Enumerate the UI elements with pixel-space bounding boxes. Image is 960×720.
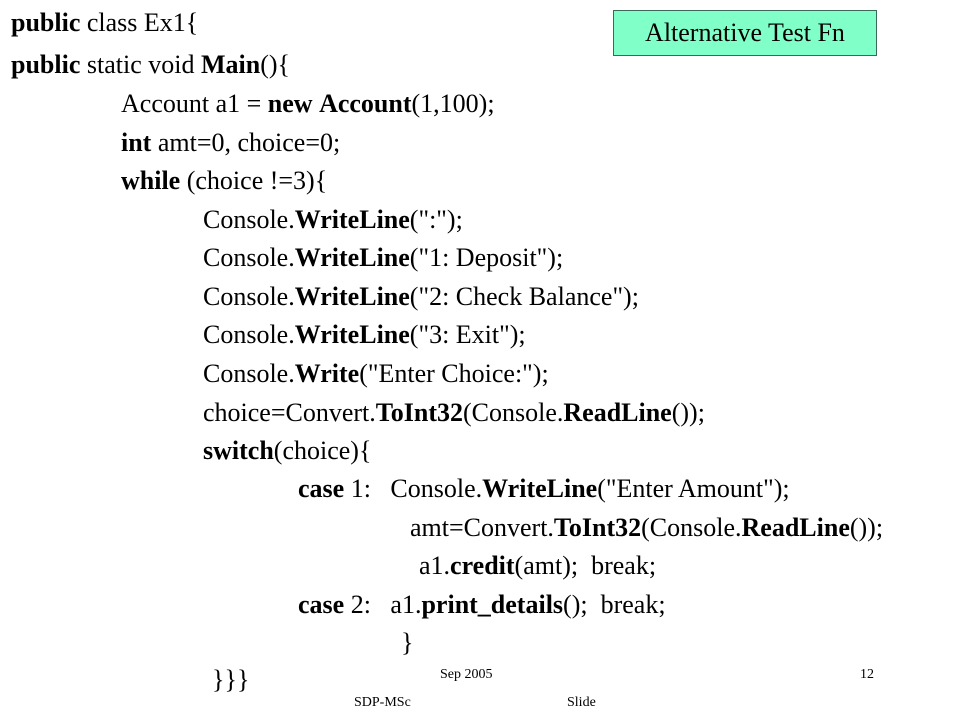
code-text: }}} (212, 665, 250, 694)
code-text: } (401, 628, 414, 657)
code-line-1: public class Ex1{ (11, 8, 198, 38)
code-text: (1,100); (411, 89, 495, 118)
code-text: a1. (419, 551, 451, 580)
alternative-test-fn-badge: Alternative Test Fn (613, 10, 877, 56)
code-text: amt=0, choice=0; (151, 128, 341, 157)
code-line-3: Account a1 = new Account(1,100); (121, 89, 495, 119)
code-keyword: WriteLine (294, 320, 410, 349)
code-keyword: Account (319, 89, 412, 118)
code-text: ()); (849, 513, 884, 542)
code-text: (){ (260, 50, 290, 79)
code-text: choice=Convert. (203, 398, 376, 427)
code-keyword: case (298, 590, 345, 619)
code-text: ("Enter Amount"); (597, 474, 790, 503)
code-text: static void (80, 50, 201, 79)
code-keyword: WriteLine (482, 474, 598, 503)
code-keyword: WriteLine (294, 282, 410, 311)
code-text: Console. (203, 320, 295, 349)
code-keyword: new (267, 89, 313, 118)
code-text: (choice !=3){ (180, 166, 328, 195)
code-line-6: Console.WriteLine(":"); (203, 205, 463, 235)
footer-date: Sep 2005 (440, 667, 493, 682)
code-text: ("Enter Choice:"); (359, 359, 549, 388)
code-keyword: while (121, 166, 181, 195)
code-keyword: int (121, 128, 152, 157)
code-text: class Ex1{ (80, 8, 199, 37)
code-text: 2: a1. (344, 590, 422, 619)
code-line-8: Console.WriteLine("2: Check Balance"); (203, 282, 639, 312)
code-line-15: a1.credit(amt); break; (419, 551, 656, 581)
code-text: ("1: Deposit"); (409, 243, 564, 272)
code-text: ("3: Exit"); (409, 320, 526, 349)
code-line-2: public static void Main(){ (11, 50, 290, 80)
code-text: (choice){ (273, 436, 372, 465)
code-keyword: public (11, 50, 81, 79)
code-keyword: print_details (421, 590, 564, 619)
code-keyword: Main (200, 50, 261, 79)
code-text: Console. (203, 282, 295, 311)
code-text: (amt); break; (514, 551, 657, 580)
code-keyword: credit (450, 551, 515, 580)
code-text: (":"); (409, 205, 463, 234)
footer-slide-label: Slide (567, 695, 596, 710)
code-text: (Console. (462, 398, 564, 427)
code-text: Account a1 = (121, 89, 268, 118)
code-keyword: WriteLine (294, 205, 410, 234)
code-line-13: case 1: Console.WriteLine("Enter Amount"… (298, 474, 790, 504)
code-text: Console. (203, 205, 295, 234)
code-text: (); break; (563, 590, 666, 619)
code-line-10: Console.Write("Enter Choice:"); (203, 359, 549, 389)
code-line-7: Console.WriteLine("1: Deposit"); (203, 243, 563, 273)
code-keyword: Write (294, 359, 360, 388)
code-keyword: ToInt32 (375, 398, 463, 427)
code-text: (Console. (641, 513, 742, 542)
code-line-17: } (401, 628, 413, 658)
code-line-14: amt=Convert.ToInt32(Console.ReadLine()); (410, 513, 883, 543)
code-text: ()); (671, 398, 705, 427)
code-keyword: ToInt32 (553, 513, 642, 542)
code-line-9: Console.WriteLine("3: Exit"); (203, 320, 526, 350)
code-keyword: WriteLine (294, 243, 410, 272)
code-line-11: choice=Convert.ToInt32(Console.ReadLine(… (203, 398, 705, 428)
code-line-16: case 2: a1.print_details(); break; (298, 590, 666, 620)
code-keyword: case (298, 474, 345, 503)
code-line-5: while (choice !=3){ (121, 166, 327, 196)
code-line-4: int amt=0, choice=0; (121, 128, 340, 158)
code-text: ("2: Check Balance"); (409, 282, 639, 311)
code-keyword: public (11, 8, 81, 37)
code-line-12: switch(choice){ (203, 436, 371, 466)
code-text: Console. (203, 359, 295, 388)
code-text: amt=Convert. (410, 513, 554, 542)
footer-course: SDP-MSc (354, 695, 411, 710)
code-keyword: ReadLine (741, 513, 850, 542)
code-line-18: }}} (212, 665, 249, 695)
code-text: Console. (203, 243, 295, 272)
footer-page-number: 12 (860, 667, 874, 682)
code-text: 1: Console. (344, 474, 483, 503)
code-keyword: ReadLine (563, 398, 672, 427)
code-keyword: switch (203, 436, 274, 465)
